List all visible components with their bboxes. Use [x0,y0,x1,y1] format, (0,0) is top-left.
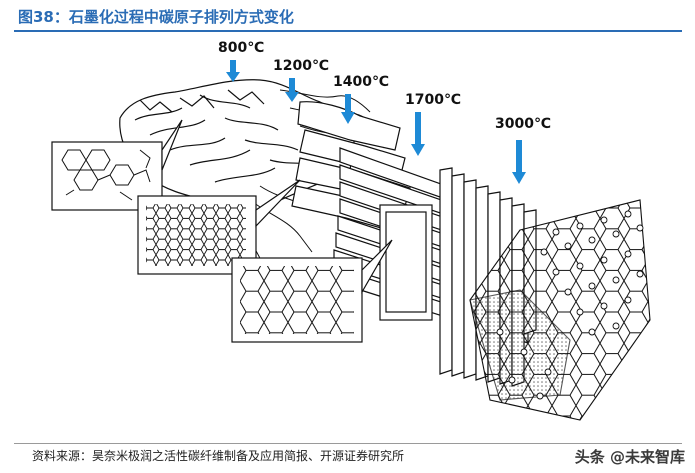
temp-label-1400: 1400℃ [333,74,389,90]
temp-marker-1700: 1700℃ [405,92,461,156]
source-note: 资料来源：昊奈米极润之活性碳纤维制备及应用简报、开源证券研究所 [32,449,405,463]
down-arrow-icon [226,60,240,82]
down-arrow-icon [341,94,355,124]
temp-marker-1400: 1400℃ [333,74,389,124]
temp-label-1700: 1700℃ [405,92,461,108]
figure-title: 图38：石墨化过程中碳原子排列方式变化 [18,8,294,26]
temp-label-1200: 1200℃ [273,58,329,74]
down-arrow-icon [411,112,425,156]
mid-panel [379,204,433,321]
graphitization-diagram: 800℃ 1200℃ 1400℃ 1700℃ 3000℃ [51,40,651,421]
temp-label-3000: 3000℃ [495,116,551,132]
inset-ordered [231,239,393,343]
down-arrow-icon [285,78,299,102]
graphite-lattice-3000 [469,199,651,421]
temp-label-800: 800℃ [218,40,264,56]
title-rule [14,30,682,32]
down-arrow-icon [512,140,526,184]
source-rule [14,443,682,444]
watermark: 头条 @未来智库 [574,448,685,466]
temperature-markers: 800℃ 1200℃ 1400℃ 1700℃ 3000℃ [218,40,551,184]
temp-marker-1200: 1200℃ [273,58,329,102]
temp-marker-800: 800℃ [218,40,264,82]
lattice-nodes [496,210,644,400]
temp-marker-3000: 3000℃ [495,116,551,184]
